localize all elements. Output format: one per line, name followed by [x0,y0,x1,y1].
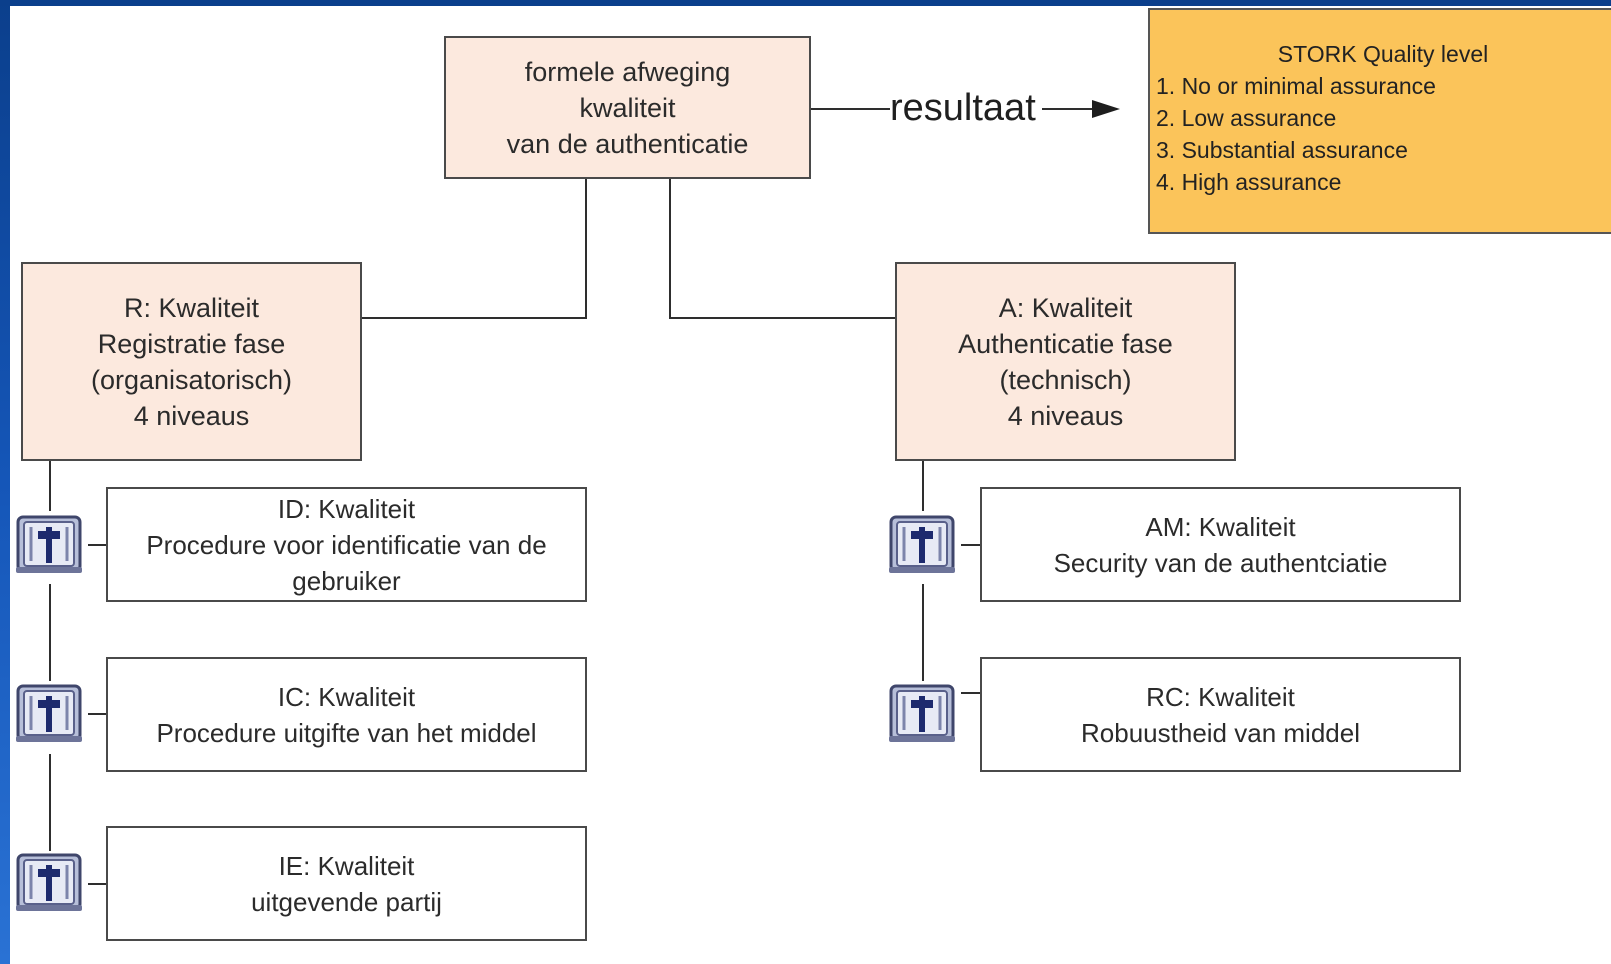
diagram-canvas: formele afweging kwaliteit van de authen… [10,6,1611,964]
registration-line: 4 niveaus [133,400,250,431]
quality-assessment-line: van de authenticatie [506,128,749,159]
document-scroll-icon [889,515,955,573]
ic-quality-node: IC: Kwaliteit Procedure uitgifte van het… [106,657,587,772]
quality-assessment-node: formele afweging kwaliteit van de authen… [444,36,811,179]
registration-line: Registratie fase [97,328,286,359]
connector-top-to-registration [360,179,587,319]
quality-assessment-line: kwaliteit [579,92,676,123]
stork-level: 2. Low assurance [1156,105,1337,131]
id-quality-node: ID: Kwaliteit Procedure voor identificat… [106,487,587,602]
stork-title: STORK Quality level [1277,41,1489,67]
result-arrowhead [1092,100,1120,118]
registration-line: R: Kwaliteit [123,292,260,323]
rc-line: RC: Kwaliteit [1146,681,1295,712]
document-scroll-icon [16,684,82,742]
am-line: Security van de authentciatie [1053,547,1388,578]
result-label: resultaat [890,87,1036,129]
ie-quality-node: IE: Kwaliteit uitgevende partij [106,826,587,941]
authentication-line: (technisch) [999,364,1132,395]
authentication-phase-node: A: Kwaliteit Authenticatie fase (technis… [895,262,1236,461]
id-line: gebruiker [292,565,401,596]
am-quality-node: AM: Kwaliteit Security van de authentcia… [980,487,1461,602]
document-scroll-icon [889,684,955,742]
rc-line: Robuustheid van middel [1081,717,1360,748]
registration-line: (organisatorisch) [90,364,293,395]
stork-level: 3. Substantial assurance [1156,137,1408,163]
ic-line: Procedure uitgifte van het middel [156,717,537,748]
registration-phase-node: R: Kwaliteit Registratie fase (organisat… [21,262,362,461]
stork-level: 4. High assurance [1156,169,1342,195]
connector-top-to-authentication [669,179,896,319]
document-scroll-icon [16,515,82,573]
id-line: ID: Kwaliteit [277,493,416,524]
authentication-line: Authenticatie fase [958,328,1173,359]
am-line: AM: Kwaliteit [1145,511,1296,542]
stork-quality-level-box: STORK Quality level 1. No or minimal ass… [1148,8,1611,234]
authentication-line: A: Kwaliteit [998,292,1133,323]
authentication-line: 4 niveaus [1007,400,1124,431]
connector-lines [49,100,1120,885]
ie-line: uitgevende partij [251,886,442,917]
stork-level: 1. No or minimal assurance [1156,73,1436,99]
quality-assessment-line: formele afweging [524,56,731,87]
ic-line: IC: Kwaliteit [277,681,416,712]
rc-quality-node: RC: Kwaliteit Robuustheid van middel [980,657,1461,772]
document-scroll-icon [16,853,82,911]
ie-line: IE: Kwaliteit [278,850,415,881]
id-line: Procedure voor identificatie van de [146,529,547,560]
